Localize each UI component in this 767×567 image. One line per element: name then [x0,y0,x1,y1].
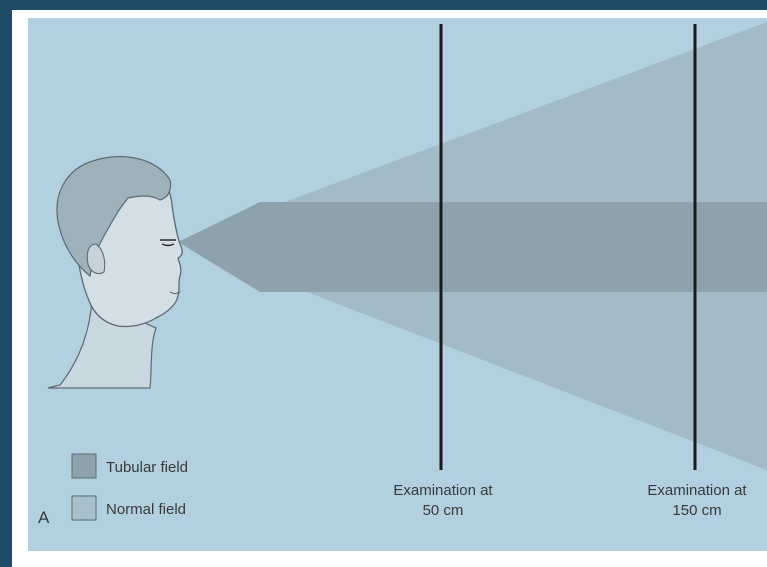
head-illustration [48,157,182,388]
legend-label-tubular-field: Tubular field [106,459,188,476]
examination-150cm-line2: 150 cm [672,502,721,519]
examination-50cm-line2: 50 cm [423,502,464,519]
legend: Tubular field Normal field A [38,454,188,527]
tubular-field-band [178,202,767,292]
legend-label-normal-field: Normal field [106,501,186,518]
legend-swatch-tubular-field [72,454,96,478]
figure-label: A [38,508,50,527]
examination-50cm-line1: Examination at [393,482,493,499]
examination-labels: Examination at 50 cm Examination at 150 … [393,482,747,519]
legend-swatch-normal-field [72,496,96,520]
examination-150cm-line1: Examination at [647,482,747,499]
